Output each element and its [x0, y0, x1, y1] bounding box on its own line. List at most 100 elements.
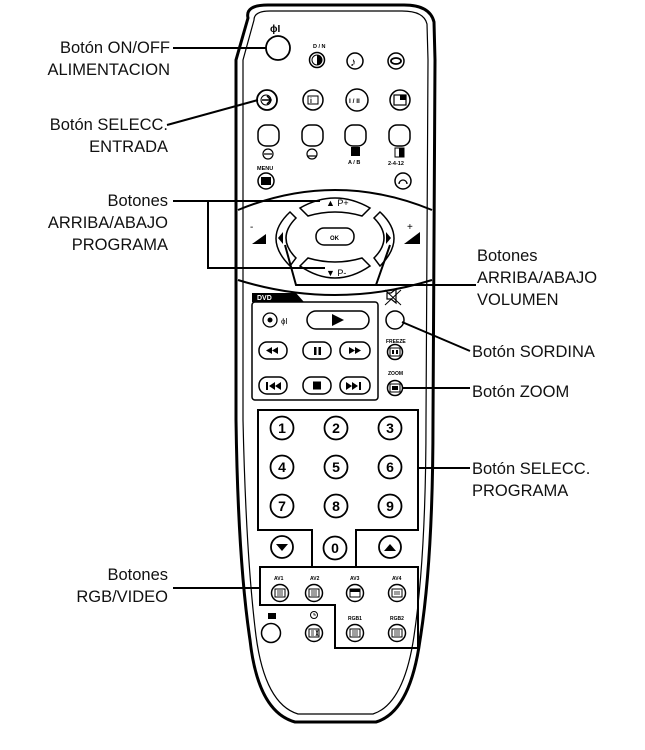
digit-label-9: 9: [386, 498, 394, 514]
power-button[interactable]: [265, 35, 291, 61]
zoom-icon: [389, 383, 401, 393]
volume-down-arrow-icon: [278, 232, 283, 244]
info-button[interactable]: [302, 89, 324, 111]
music-note-icon: ♪: [350, 55, 356, 69]
surround-icon: [390, 57, 402, 65]
contrast-icon: [317, 55, 322, 65]
digit-button-9[interactable]: [377, 493, 403, 519]
callout-volume-up-down: Botones ARRIBA/ABAJO VOLUMEN: [477, 247, 598, 309]
dvd-tab-label: DVD: [257, 295, 272, 302]
digit-button-7[interactable]: [269, 493, 295, 519]
stop-icon: [313, 381, 321, 390]
callout-input-select: Botón SELECC. ENTRADA: [49, 116, 168, 156]
fast-forward-icon: [349, 347, 361, 354]
rgb2-label: RGB2: [390, 616, 404, 622]
return-icon: [398, 179, 408, 185]
io-button[interactable]: [345, 88, 369, 112]
menu-icon: [261, 177, 271, 185]
leader-program: [173, 200, 325, 269]
leader-mute: [401, 321, 471, 352]
svg-text:i: i: [310, 98, 312, 105]
sound-button[interactable]: [346, 52, 364, 70]
digit-button-6[interactable]: [377, 454, 403, 480]
digit-label-0: 0: [331, 540, 339, 556]
previous-icon: [266, 382, 281, 390]
digit-label-2: 2: [332, 420, 340, 436]
digit-button-1[interactable]: [269, 415, 295, 441]
program-up-button[interactable]: [298, 197, 372, 217]
digit-button-4[interactable]: [269, 454, 295, 480]
clock-icon: [310, 611, 318, 619]
rgb1-label: RGB1: [348, 616, 362, 622]
program-up-label: ▲ P+: [326, 198, 349, 208]
digit-label-4: 4: [278, 459, 286, 475]
teletext-mix-icon: [306, 148, 318, 160]
av3-button[interactable]: [345, 583, 365, 603]
av2-label: AV2: [310, 576, 320, 582]
play-icon: [332, 314, 344, 326]
return-button[interactable]: [394, 172, 412, 190]
digit-label-5: 5: [332, 459, 340, 475]
digit-button-5[interactable]: [323, 454, 349, 480]
digit-button-2[interactable]: [323, 415, 349, 441]
info-icon: [307, 95, 319, 105]
ab-label: A / B: [348, 160, 360, 166]
digit-label-8: 8: [332, 498, 340, 514]
dn-label: D / N: [313, 44, 326, 50]
leader-input-select: [166, 99, 259, 126]
pause-icon: [314, 347, 321, 355]
callout-program-select: Botón SELECC. PROGRAMA: [472, 460, 591, 500]
volume-down-button[interactable]: [275, 210, 298, 268]
color-key-4[interactable]: [388, 124, 411, 147]
ab-icon: [351, 147, 360, 156]
program-down-button[interactable]: [298, 257, 372, 279]
color-key-2[interactable]: [301, 124, 324, 147]
callout-zoom: Botón ZOOM: [472, 383, 570, 401]
av4-label: AV4: [392, 576, 402, 582]
dvd-pause-button[interactable]: [302, 341, 332, 360]
teletext-icon: [262, 148, 274, 160]
digit-button-3[interactable]: [377, 415, 403, 441]
digit-button-0[interactable]: [322, 535, 348, 561]
mute-speaker-icon: [386, 287, 397, 305]
av-frame: [259, 566, 419, 649]
digit-label-7: 7: [278, 498, 286, 514]
remote-body-inner: [242, 10, 429, 715]
rewind-icon: [266, 347, 278, 354]
av3-label: AV3: [350, 576, 360, 582]
ok-button[interactable]: [315, 227, 355, 246]
volume-high-wedge-icon: [404, 232, 420, 244]
program-down-label: ▼ P-: [326, 268, 346, 278]
step-label: 2-4-12: [388, 161, 404, 167]
screen-button[interactable]: [260, 622, 282, 644]
av1-label: AV1: [274, 576, 284, 582]
dvd-tab: [252, 293, 304, 302]
plus-sign: +: [407, 222, 413, 233]
standby-label: ϕI: [270, 24, 280, 35]
minus-sign: -: [250, 222, 253, 233]
zoom-label: ZOOM: [388, 371, 403, 377]
mute-button[interactable]: [385, 310, 405, 330]
color-key-1[interactable]: [257, 124, 280, 147]
volume-up-button[interactable]: [372, 210, 395, 268]
color-key-3[interactable]: [344, 124, 367, 147]
callout-on-off: Botón ON/OFF ALIMENTACION: [47, 39, 170, 79]
digit-label-6: 6: [386, 459, 394, 475]
menu-label: MENU: [257, 166, 273, 172]
volume-low-wedge-icon: [252, 234, 266, 244]
nav-bottom-arc: [237, 279, 433, 296]
av4-button[interactable]: [387, 583, 407, 603]
freeze-icon: [389, 347, 401, 357]
io-label: I / II: [349, 98, 360, 105]
volume-up-arrow-icon: [386, 232, 391, 244]
callout-mute: Botón SORDINA: [472, 343, 595, 361]
callout-rgb-video: Botones RGB/VIDEO: [76, 566, 168, 606]
surround-button[interactable]: [387, 52, 405, 70]
digit-button-8[interactable]: [323, 493, 349, 519]
teletext-small-icon: [268, 613, 276, 619]
up-arrow-icon: [384, 544, 396, 551]
leader-volume: [284, 244, 476, 286]
